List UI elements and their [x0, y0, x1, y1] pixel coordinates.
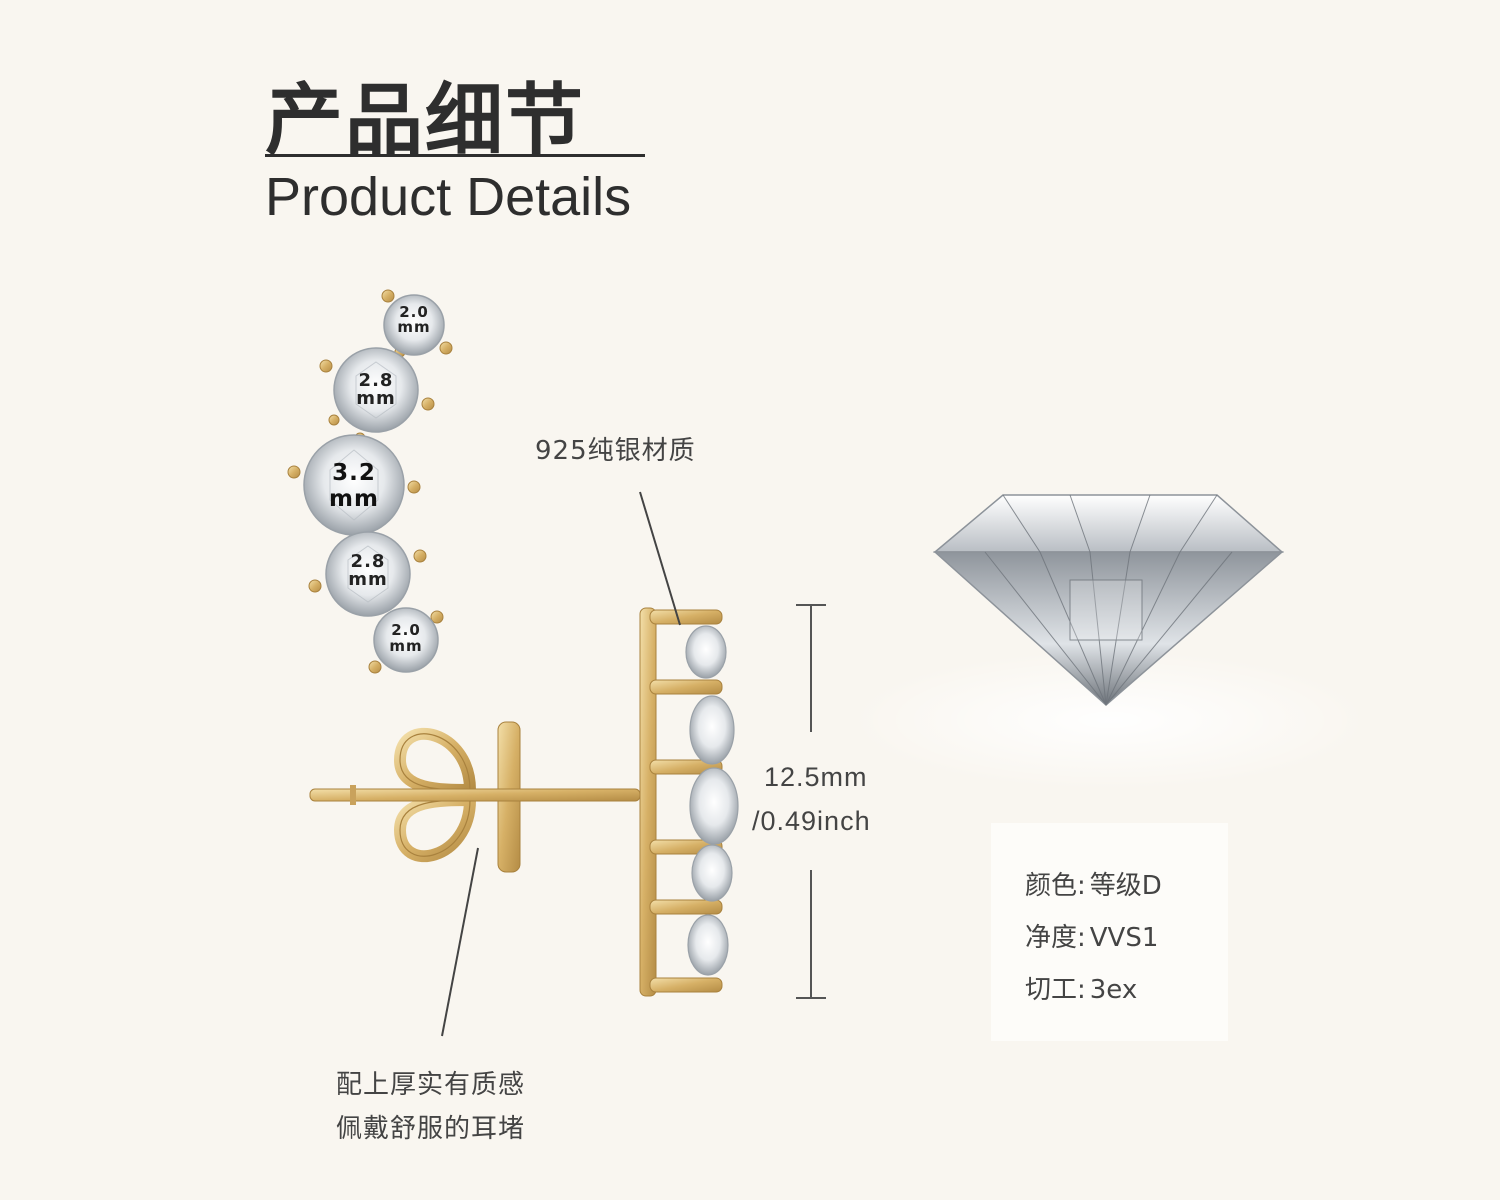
- stone-2: [333, 347, 419, 433]
- dimension-metric: 12.5mm: [764, 762, 868, 792]
- page-title-chinese: 产品细节: [265, 76, 586, 166]
- earring-side-view: [309, 607, 739, 997]
- dimension-imperial: /0.49inch: [752, 806, 871, 836]
- earring-front-view: [287, 289, 453, 674]
- spec-cut: 切工:3ex: [1025, 975, 1138, 1005]
- material-label: 925纯银材质: [535, 436, 696, 466]
- backing-label-line2: 佩戴舒服的耳堵: [336, 1114, 526, 1144]
- backing-label-line1: 配上厚实有质感: [336, 1070, 526, 1100]
- stone-1: [383, 294, 445, 356]
- title-divider: [265, 154, 645, 157]
- spec-card: 颜色:等级D 净度:VVS1 切工:3ex: [991, 823, 1228, 1041]
- dimension-bracket: [796, 604, 826, 999]
- diamond-image: [850, 494, 1370, 790]
- spec-color: 颜色:等级D: [1025, 871, 1162, 901]
- material-pointer: [639, 491, 681, 626]
- page-title-english: Product Details: [265, 167, 632, 227]
- backing-pointer: [441, 847, 479, 1037]
- stone-4: [325, 531, 411, 617]
- stone-5: [373, 607, 439, 673]
- spec-clarity: 净度:VVS1: [1025, 923, 1159, 953]
